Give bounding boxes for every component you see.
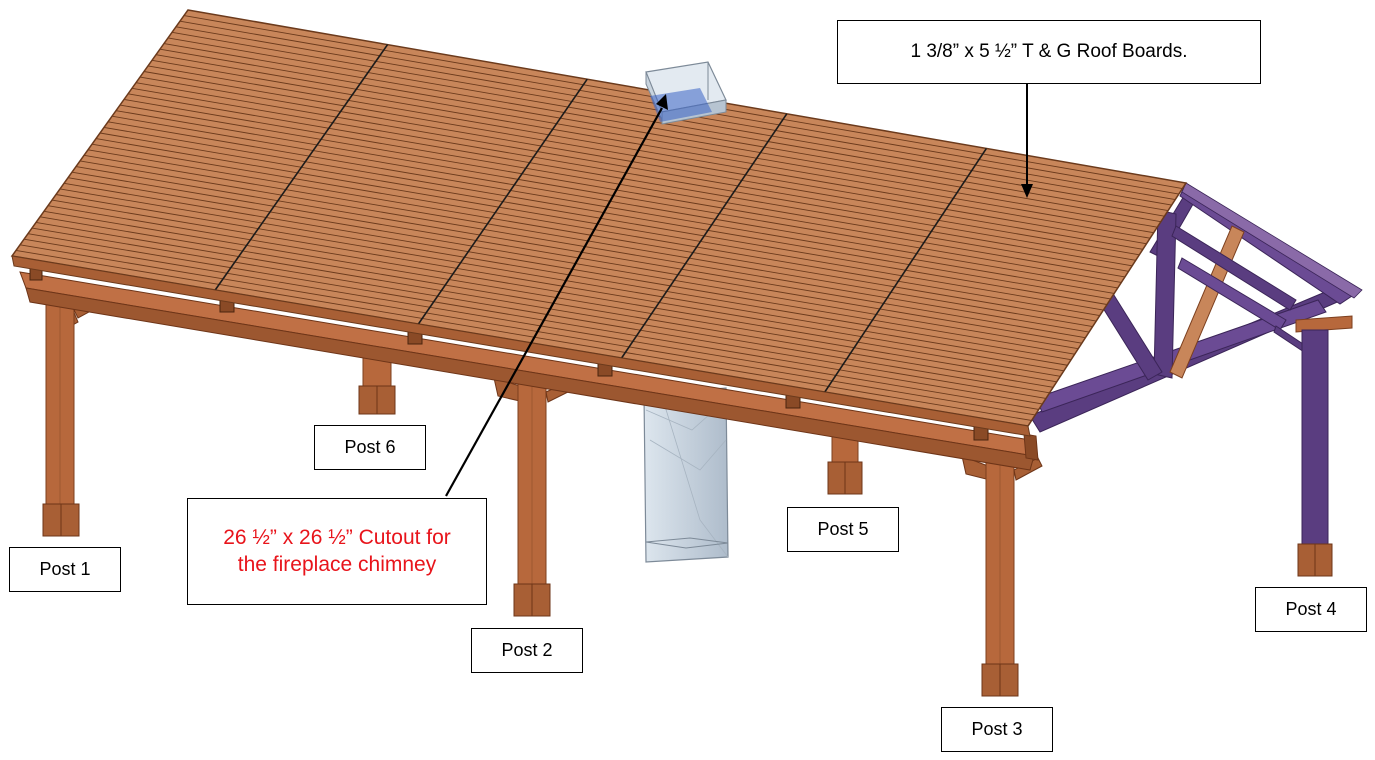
roof-board-line <box>139 76 1143 250</box>
roof-panel-seam <box>824 147 988 393</box>
roof-board-line <box>99 132 1108 305</box>
cutout-callout: 26 ½” x 26 ½” Cutout for the fireplace c… <box>187 498 487 605</box>
post-4-structure <box>1273 315 1353 577</box>
roof-board-line <box>123 99 1129 272</box>
roof-board-line <box>95 138 1104 311</box>
roof-board-line <box>111 115 1118 289</box>
leader-roof-boards <box>1021 84 1033 198</box>
roof-boards-label: 1 3/8” x 5 ½” T & G Roof Boards. <box>910 40 1188 62</box>
leader-cutout <box>445 94 668 497</box>
roof-board-line <box>131 87 1136 261</box>
post-3-label: Post 3 <box>971 718 1023 739</box>
post-1-structure <box>42 295 101 537</box>
roof-board-line <box>135 82 1140 256</box>
roof-board-line <box>19 244 1036 416</box>
roof-board-line <box>63 182 1075 355</box>
cutout-label: 26 ½” x 26 ½” Cutout for the fireplace c… <box>223 526 451 576</box>
roof-board-line <box>35 222 1050 394</box>
roof-board-line <box>67 177 1079 350</box>
roof-boards <box>10 9 1188 437</box>
roof-board-line <box>115 110 1122 283</box>
roof-panel-seam <box>417 78 588 325</box>
roof-board-line <box>107 121 1115 294</box>
roof-board-line <box>27 233 1043 405</box>
roof-board-line <box>51 199 1064 372</box>
post-2-label: Post 2 <box>501 639 553 660</box>
roof-board-line <box>163 43 1165 217</box>
roof-panel-seam <box>214 44 389 291</box>
post-5-label: Post 5 <box>817 518 869 539</box>
post-5-callout: Post 5 <box>787 507 899 552</box>
roof-board-line <box>147 65 1151 239</box>
roof-board-line <box>23 238 1039 410</box>
roof-board-line <box>143 71 1147 245</box>
roof-board-line <box>39 216 1054 388</box>
post-2-callout: Post 2 <box>471 628 583 673</box>
roof-board-line <box>59 188 1072 361</box>
roof-board-line <box>31 227 1047 399</box>
roof-board-line <box>15 249 1032 421</box>
roof-board-line <box>103 126 1111 300</box>
roof-boards-callout: 1 3/8” x 5 ½” T & G Roof Boards. <box>837 20 1261 84</box>
post-6-callout: Post 6 <box>314 425 426 470</box>
roof-board-line <box>127 93 1133 267</box>
roof-board-line <box>43 210 1057 383</box>
post-4-label: Post 4 <box>1285 598 1337 619</box>
post-1-label: Post 1 <box>39 558 91 579</box>
post-1-callout: Post 1 <box>9 547 121 592</box>
roof-board-line <box>71 171 1082 344</box>
post-4-callout: Post 4 <box>1255 587 1367 632</box>
post-3-structure <box>961 455 1043 697</box>
roof-panel-seam <box>620 113 788 359</box>
roof-board-line <box>47 205 1061 377</box>
roof-board-line <box>55 194 1068 366</box>
roof-board-line <box>119 104 1126 278</box>
gable-truss <box>1029 182 1363 433</box>
roof-board-line <box>155 54 1158 228</box>
roof-board-line <box>151 59 1154 234</box>
roof-board-line <box>91 143 1100 316</box>
post-6-label: Post 6 <box>344 436 396 457</box>
post-3-callout: Post 3 <box>941 707 1053 752</box>
roof-board-line <box>159 48 1161 223</box>
front-beam <box>19 263 1039 471</box>
roof-board-line <box>167 37 1169 212</box>
post-2-structure <box>493 375 577 617</box>
